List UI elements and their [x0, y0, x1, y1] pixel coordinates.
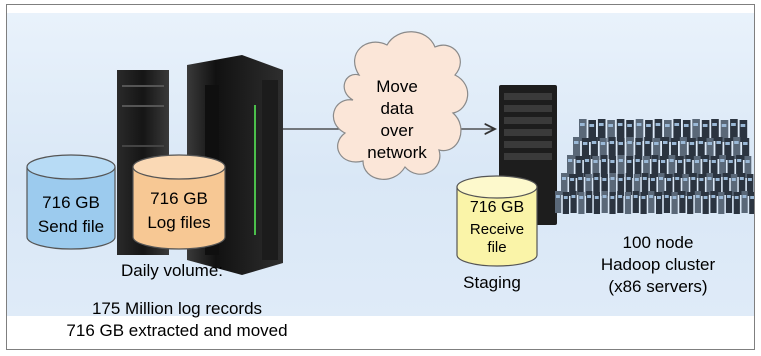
cluster-caption-line2: Hadoop cluster: [600, 255, 716, 274]
cluster-caption-line3: (x86 servers): [608, 277, 708, 296]
receive-file-label-line1: Receive: [469, 221, 525, 238]
network-cloud-shape: [332, 31, 469, 180]
log-files-size: 716 GB: [150, 189, 208, 208]
cloud-text-line3: over: [380, 121, 414, 140]
records-caption: 175 Million log records: [91, 299, 263, 318]
hadoop-cluster-racks-icon: [555, 119, 754, 214]
staging-caption: Staging: [463, 273, 521, 292]
cloud-text-line4: network: [367, 143, 427, 162]
log-files-cylinder: [132, 154, 226, 250]
send-file-cylinder: [26, 154, 116, 250]
cloud-text-line2: data: [380, 99, 414, 118]
send-file-size: 716 GB: [42, 193, 100, 212]
diagram-canvas: [26, 31, 754, 275]
cluster-caption-line1: 100 node: [622, 233, 694, 252]
receive-file-size: 716 GB: [469, 199, 525, 216]
send-file-label: Send file: [37, 217, 105, 236]
receive-file-cylinder: [456, 175, 538, 267]
log-files-label: Log files: [147, 213, 211, 232]
cloud-text-line1: Move: [376, 77, 418, 96]
daily-volume-caption: Daily volume:: [120, 261, 224, 280]
extracted-caption: 716 GB extracted and moved: [66, 321, 288, 340]
diagram-frame: 716 GB Send file 716 GB Log files 716 GB…: [6, 4, 755, 350]
receive-file-label-line2: file: [487, 239, 507, 256]
